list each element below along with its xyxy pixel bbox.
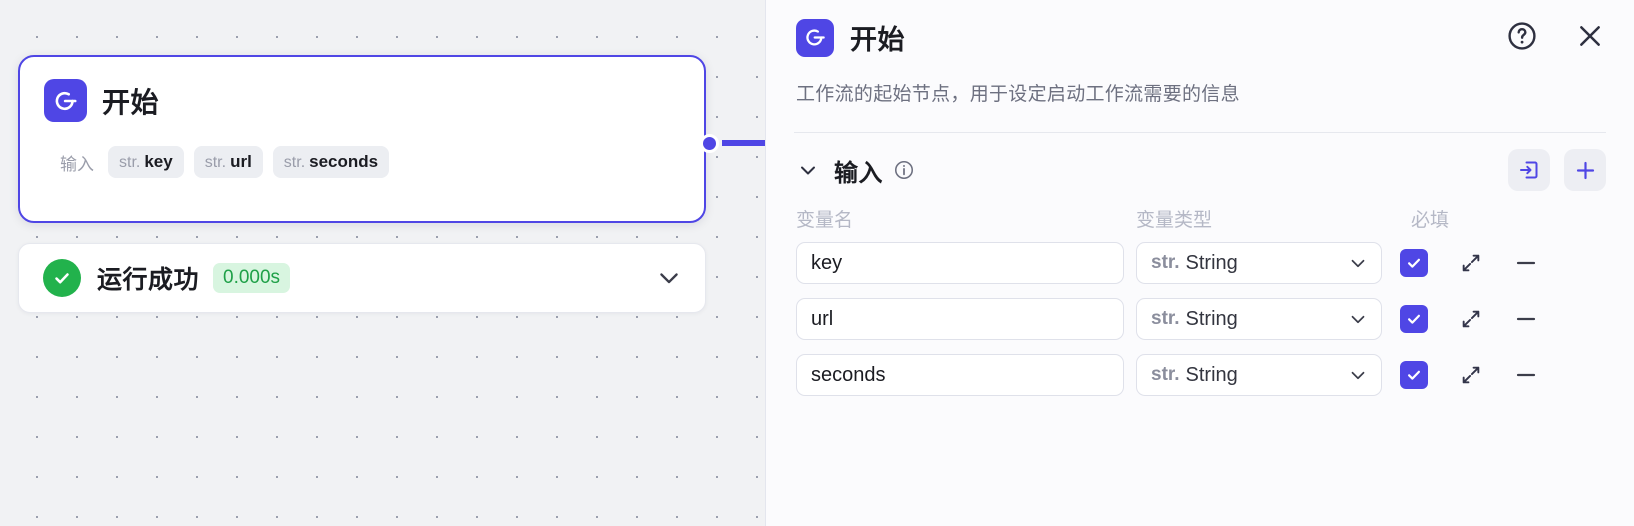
node-output-port[interactable] xyxy=(700,134,719,153)
variable-type-select[interactable]: str. String xyxy=(1136,242,1382,284)
input-section-actions xyxy=(1508,149,1606,191)
input-chip-type: str. xyxy=(204,154,227,171)
input-chip-name: key xyxy=(144,152,173,171)
check-circle-icon xyxy=(43,259,81,297)
chevron-down-icon[interactable] xyxy=(796,158,820,182)
type-prefix-label: str. xyxy=(1151,252,1180,273)
table-row: str. String xyxy=(796,242,1606,284)
panel-header: 开始 xyxy=(766,0,1634,57)
variable-type-select[interactable]: str. String xyxy=(1136,298,1382,340)
node-output-edge xyxy=(722,140,765,146)
required-checkbox[interactable] xyxy=(1400,361,1428,389)
input-chip-type: str. xyxy=(283,154,306,171)
input-section-title: 输入 xyxy=(834,159,883,187)
minus-icon[interactable] xyxy=(1513,362,1539,388)
input-section-header: 输入 xyxy=(766,133,1634,191)
panel-description: 工作流的起始节点，用于设定启动工作流需要的信息 xyxy=(796,84,1240,105)
input-chip-seconds: str. seconds xyxy=(272,146,390,178)
start-node-inputs: 输入 str. key str. url str. seconds xyxy=(20,122,704,178)
type-value-label: String xyxy=(1185,307,1238,330)
type-prefix-label: str. xyxy=(1151,308,1180,329)
table-header-row: 变量名 变量类型 必填 xyxy=(796,205,1606,242)
expand-icon[interactable] xyxy=(1459,307,1483,331)
start-node-title: 开始 xyxy=(102,86,160,118)
input-chip-key: str. key xyxy=(108,146,184,178)
input-chip-type: str. xyxy=(119,154,141,171)
start-node-inputs-label: 输入 xyxy=(60,154,94,174)
column-header-name: 变量名 xyxy=(796,210,854,231)
column-header-type: 变量类型 xyxy=(1136,210,1213,231)
required-checkbox[interactable] xyxy=(1400,305,1428,333)
chevron-down-icon xyxy=(1347,252,1369,274)
input-chip-name: seconds xyxy=(309,152,379,171)
type-value-label: String xyxy=(1185,363,1238,386)
start-node-icon xyxy=(44,79,87,122)
help-circle-icon[interactable] xyxy=(1506,20,1538,52)
chevron-down-icon xyxy=(1347,364,1369,386)
panel-header-actions xyxy=(1506,20,1606,52)
variable-name-input[interactable] xyxy=(796,298,1124,340)
info-circle-icon[interactable] xyxy=(893,159,915,181)
run-status-card[interactable]: 运行成功 0.000s xyxy=(18,243,706,313)
panel-divider xyxy=(794,132,1606,133)
run-status-text: 运行成功 xyxy=(97,266,200,294)
column-header-required: 必填 xyxy=(1411,210,1450,231)
minus-icon[interactable] xyxy=(1513,250,1539,276)
table-row: str. String xyxy=(796,354,1606,396)
variable-name-input[interactable] xyxy=(796,242,1124,284)
start-node-icon xyxy=(796,18,834,57)
input-chip-url: str. url xyxy=(193,146,263,178)
type-prefix-label: str. xyxy=(1151,364,1180,385)
import-variables-icon[interactable] xyxy=(1508,149,1550,191)
type-value-label: String xyxy=(1185,251,1238,274)
input-chip-name: url xyxy=(230,152,252,171)
variable-name-input[interactable] xyxy=(796,354,1124,396)
start-node[interactable]: 开始 输入 str. key str. url str. seconds xyxy=(18,55,706,223)
minus-icon[interactable] xyxy=(1513,306,1539,332)
run-duration-badge: 0.000s xyxy=(213,263,291,293)
panel-title: 开始 xyxy=(850,25,905,55)
node-detail-panel: 开始 工作流的起始节点，用于设定启动工作流需要的信息 xyxy=(765,0,1634,526)
start-node-header: 开始 xyxy=(20,57,704,122)
variable-type-select[interactable]: str. String xyxy=(1136,354,1382,396)
input-variables-table: 变量名 变量类型 必填 str. String xyxy=(766,205,1634,410)
workflow-canvas[interactable]: 开始 输入 str. key str. url str. seconds xyxy=(0,0,765,526)
table-row: str. String xyxy=(796,298,1606,340)
close-icon[interactable] xyxy=(1574,20,1606,52)
plus-icon[interactable] xyxy=(1564,149,1606,191)
required-checkbox[interactable] xyxy=(1400,249,1428,277)
chevron-down-icon[interactable] xyxy=(655,264,683,292)
expand-icon[interactable] xyxy=(1459,363,1483,387)
chevron-down-icon xyxy=(1347,308,1369,330)
panel-title-row: 开始 xyxy=(796,18,1604,57)
expand-icon[interactable] xyxy=(1459,251,1483,275)
